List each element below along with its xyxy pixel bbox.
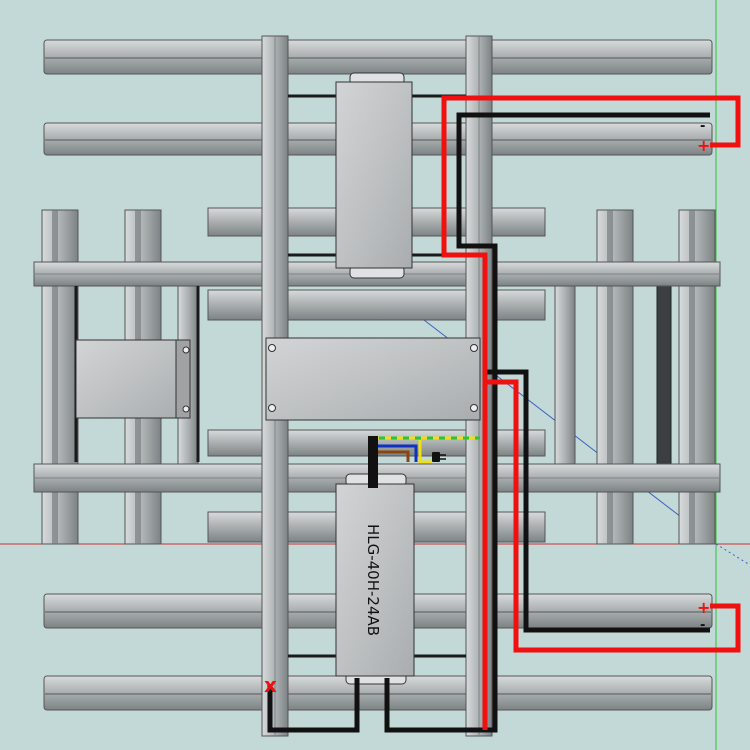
switch-marker: x bbox=[264, 673, 277, 697]
led-driver-box: HLG-40H-24AB bbox=[335, 473, 415, 685]
top-terminal-plus: + bbox=[697, 136, 710, 155]
long-outer-rails bbox=[43, 39, 713, 711]
left-module-box bbox=[75, 339, 191, 419]
positive-wires bbox=[441, 95, 741, 730]
plug-icon bbox=[432, 452, 446, 462]
ac-input-wires bbox=[373, 436, 480, 464]
driver-model-label: HLG-40H-24AB bbox=[364, 524, 382, 636]
top-terminal-minus: - bbox=[700, 119, 705, 134]
negative-wires bbox=[267, 112, 710, 733]
bottom-terminal-plus: + bbox=[697, 598, 710, 617]
top-module-box bbox=[335, 72, 413, 279]
axis-blue-dotted bbox=[715, 543, 750, 566]
middle-module-box bbox=[265, 337, 481, 421]
bottom-terminal-minus: - bbox=[700, 618, 705, 633]
driver-input-cable bbox=[368, 436, 378, 488]
